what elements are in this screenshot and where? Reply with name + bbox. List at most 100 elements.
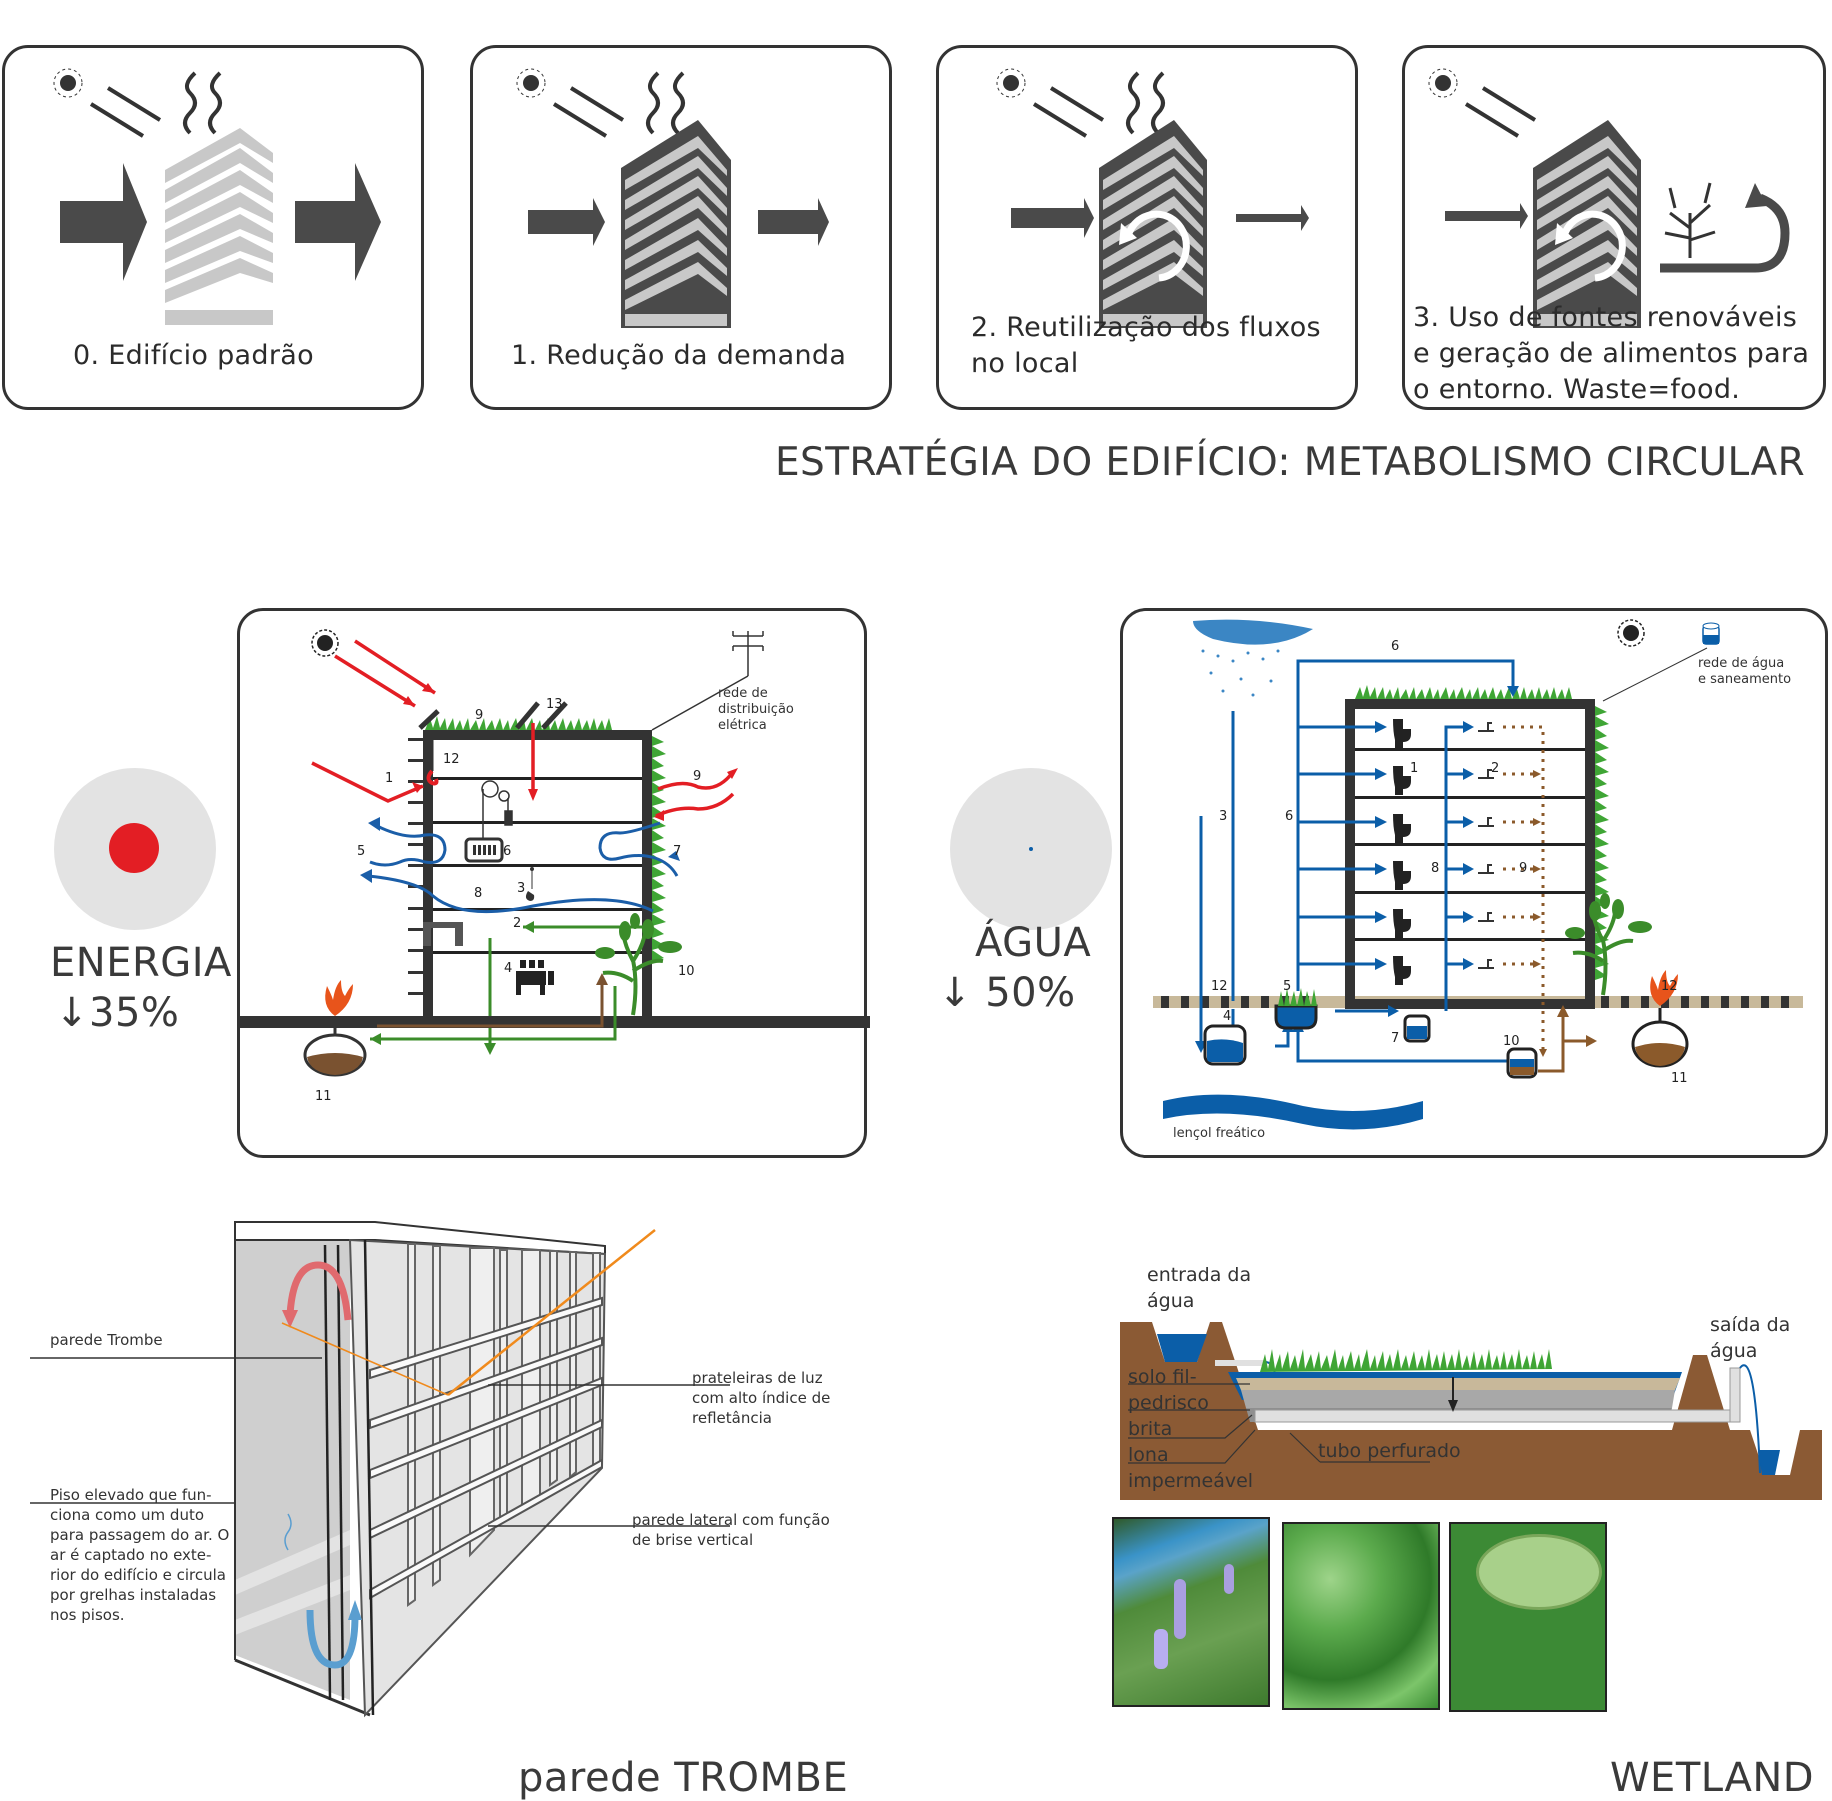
- biogas-flow-arrow: [377, 979, 604, 1028]
- input-arrow-icon: [60, 163, 147, 281]
- wetland-plants-icon: [1260, 1349, 1552, 1372]
- energy-reduction: ↓35%: [55, 990, 180, 1036]
- label-6: 6: [503, 844, 512, 859]
- building-icon: [621, 120, 731, 328]
- input-arrow-icon: [528, 198, 605, 246]
- wetland-photo-water-lettuce: [1282, 1522, 1440, 1710]
- reuse-flows-building-illustration: [996, 68, 1309, 328]
- green-roof-icon: [1355, 685, 1572, 699]
- label-9: 9: [1519, 861, 1528, 876]
- output-arrow-icon: [758, 198, 829, 246]
- perforated-pipe-label: tubo perfurado: [1318, 1440, 1461, 1462]
- water-reduction: ↓ 50%: [938, 970, 1076, 1016]
- tree-icon: [1572, 912, 1634, 996]
- flame-icon: [1650, 970, 1678, 1006]
- biodigester-icon: [1631, 1008, 1689, 1068]
- ventilation-airflow-arrows: [367, 821, 679, 914]
- water-section-diagram: [1153, 619, 1803, 1130]
- biodigester-icon: [303, 1019, 367, 1077]
- renewable-building-illustration: [1428, 68, 1790, 328]
- wetland-photo-giant-lily: [1449, 1522, 1607, 1712]
- standard-building-illustration: [53, 68, 381, 325]
- label-8: 8: [474, 886, 483, 901]
- cool-air-arrow: [306, 1609, 359, 1669]
- water-indicator-circle: [950, 768, 1112, 930]
- output-arrow-icon: [295, 163, 381, 281]
- facade-fins: [408, 738, 423, 995]
- trombe-wall-perspective: [30, 1221, 730, 1718]
- cistern-tank-icon: [1203, 1024, 1247, 1066]
- heat-waves-icon: [1126, 71, 1165, 135]
- raised-floor-label: Piso elevado que fun- ciona como um duto…: [50, 1486, 230, 1624]
- tree-icon: [602, 932, 664, 1016]
- desk-icon: [423, 922, 463, 946]
- input-arrow-icon: [1011, 198, 1094, 238]
- label-9-roof: 9: [475, 708, 484, 723]
- cloud-icon: [1193, 619, 1313, 645]
- label-4: 4: [504, 961, 513, 976]
- label-9-wall: 9: [693, 769, 702, 784]
- sun-icon: [53, 68, 83, 98]
- solar-rays-icon: [1032, 86, 1105, 138]
- label-5: 5: [357, 844, 366, 859]
- power-grid-label: rede de distribuição elétrica: [718, 686, 794, 733]
- green-roof-icon: [425, 716, 612, 730]
- label-7: 7: [1391, 1031, 1400, 1046]
- sludge-flow: [1538, 1011, 1591, 1073]
- wetland-cross-section: [1120, 1322, 1822, 1500]
- wetland-planter-icon: [1274, 988, 1318, 1030]
- sun-icon: [311, 629, 339, 657]
- strategy-card-0: 0. Edifício padrão: [2, 45, 424, 410]
- label-12: 12: [443, 752, 460, 767]
- side-wall-label: parede lateral com função de brise verti…: [632, 1511, 830, 1549]
- flower-cluster: [1174, 1579, 1186, 1639]
- label-5: 5: [1283, 979, 1292, 994]
- groundwater-icon: [1163, 1094, 1423, 1130]
- building-icon: [1533, 120, 1641, 328]
- solar-rays-icon: [1464, 86, 1537, 138]
- flame-icon: [325, 980, 353, 1016]
- flower-cluster: [1224, 1564, 1234, 1594]
- trombe-title: parede TROMBE: [518, 1755, 849, 1801]
- lamp-hook-icon: [426, 769, 439, 786]
- label-13: 13: [546, 697, 563, 712]
- energy-indicator-circle: [54, 768, 216, 930]
- lamp-icon: [525, 867, 535, 901]
- label-10: 10: [678, 964, 695, 979]
- label-11: 11: [1671, 1071, 1688, 1086]
- sun-icon: [996, 68, 1026, 98]
- green-air-arrows: [370, 925, 648, 1049]
- lily-pad: [1476, 1534, 1602, 1610]
- flower-cluster: [1154, 1629, 1168, 1669]
- water-network-label: rede de água e saneamento: [1698, 656, 1792, 687]
- wetland-photo-water-hyacinth: [1112, 1517, 1270, 1707]
- cycle-arrow-icon: [1125, 210, 1190, 282]
- reduced-demand-building-illustration: [516, 68, 829, 328]
- sun-icon: [516, 68, 546, 98]
- heat-waves-icon: [183, 71, 222, 135]
- label-3: 3: [1219, 809, 1228, 824]
- sun-icon: [1428, 68, 1458, 98]
- label-10: 10: [1503, 1034, 1520, 1049]
- building-icon: [165, 128, 273, 325]
- heat-waves-icon: [646, 71, 685, 135]
- water-indicator-dot: [1029, 847, 1033, 851]
- warm-air-arrow: [286, 1261, 352, 1321]
- label-8: 8: [1431, 861, 1440, 876]
- step-label: 0. Edifício padrão: [73, 340, 314, 371]
- trombe-wall-label: parede Trombe: [50, 1331, 163, 1349]
- air-circulation-icon: [284, 1513, 292, 1551]
- wetland-title: WETLAND: [1610, 1755, 1815, 1801]
- people-icon: [473, 845, 496, 855]
- strategy-card-2: 2. Reutilização dos fluxos no local: [936, 45, 1358, 410]
- label-6-side: 6: [1285, 809, 1294, 824]
- return-arrow-icon: [1660, 193, 1790, 273]
- strategy-card-1: 1. Redução da demanda: [470, 45, 892, 410]
- step-label: 2. Reutilização dos fluxos no local: [971, 312, 1321, 379]
- rain-icon: [1201, 649, 1280, 697]
- label-1: 1: [385, 771, 394, 786]
- energy-section-diagram: [237, 629, 870, 1077]
- energy-title: ENERGIA: [50, 940, 232, 986]
- filter-tank-icon: [1403, 1014, 1431, 1043]
- solar-rays-icon: [89, 86, 162, 138]
